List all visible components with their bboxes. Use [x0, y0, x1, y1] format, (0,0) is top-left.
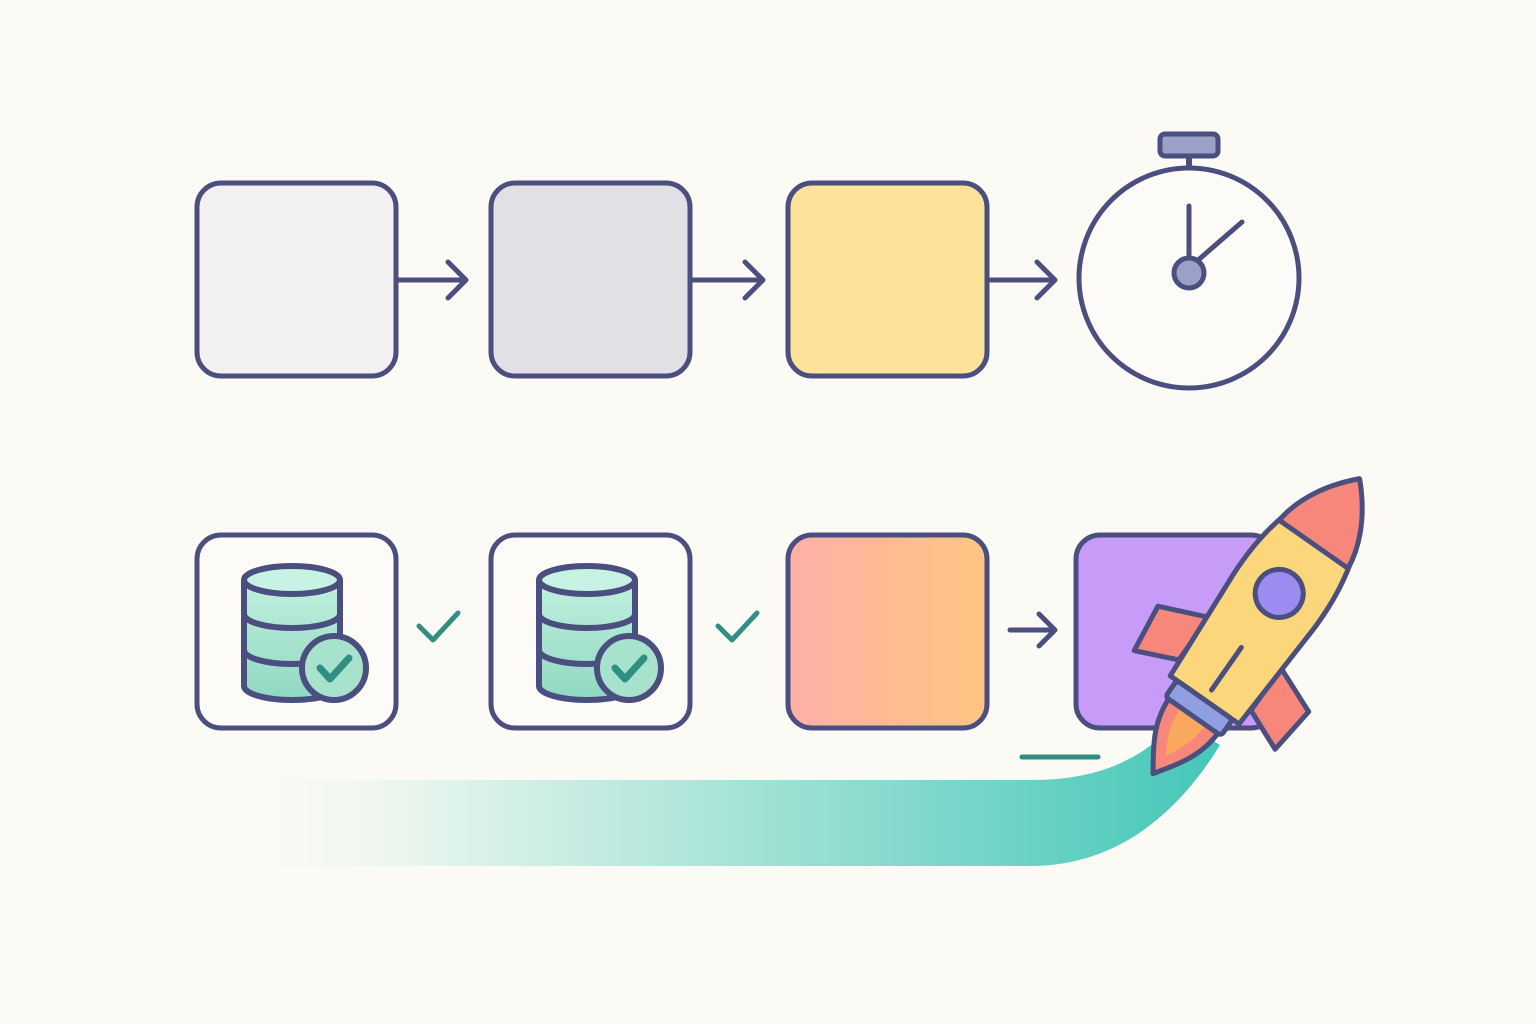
stage-box-3 — [785, 180, 990, 379]
checkmark-icon — [416, 610, 461, 643]
checkmark-icon — [715, 610, 760, 643]
launch-trail — [200, 720, 1220, 866]
stage-box-1 — [194, 180, 399, 379]
arrow-icon — [689, 259, 766, 301]
stopwatch-icon — [1076, 131, 1302, 391]
arrow-icon — [395, 259, 469, 301]
arrow-icon — [986, 259, 1058, 301]
rocket-icon — [1131, 476, 1365, 777]
stage-box-peach — [785, 532, 990, 731]
bottom-row — [194, 532, 1278, 731]
stage-box-2 — [488, 180, 693, 379]
arrow-icon — [1007, 611, 1058, 649]
top-row — [194, 131, 1302, 391]
